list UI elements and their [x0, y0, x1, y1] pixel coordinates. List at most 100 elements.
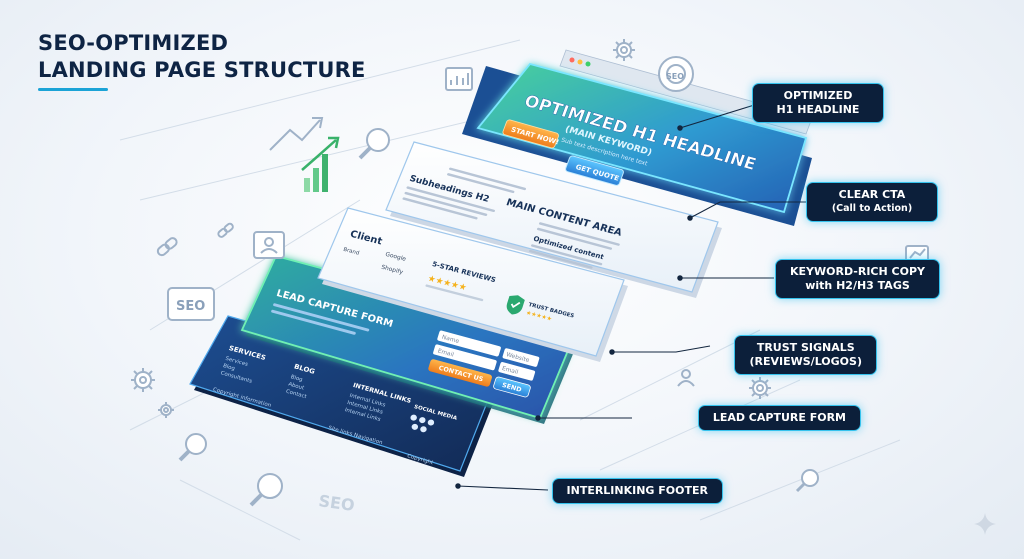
connector-dot	[687, 215, 693, 221]
title-line-2: LANDING PAGE STRUCTURE	[38, 58, 366, 82]
form-desc-line	[273, 303, 370, 332]
form-website-field[interactable]	[502, 348, 540, 367]
gear-icon	[749, 377, 771, 399]
callout-line: INTERLINKING FOOTER	[566, 484, 708, 497]
connector-dot	[609, 349, 615, 355]
client-logo-shopify: Shopify	[380, 265, 404, 276]
main-content-section: MAIN CONTENT AREA Subheadings H2 Optimiz…	[385, 141, 722, 298]
seo-badge-text: SEO	[176, 299, 205, 314]
gear-icon	[613, 39, 635, 61]
connector-dot	[677, 275, 683, 281]
footer-services-item[interactable]: Blog	[222, 363, 236, 372]
checkmark-icon	[510, 301, 521, 309]
client-logo-google: Google	[384, 252, 406, 263]
footer-services-item[interactable]: Services	[224, 356, 248, 368]
social-linkedin-icon[interactable]	[427, 419, 435, 426]
content-lorem-line	[404, 191, 488, 216]
magnifier-icon	[249, 473, 283, 507]
content-lorem-line	[402, 197, 478, 220]
title-line-1: SEO-OPTIMIZED	[38, 31, 229, 55]
callout-clear-cta: CLEAR CTA (Call to Action)	[806, 182, 938, 222]
callout-line: LEAD CAPTURE FORM	[712, 411, 846, 424]
lead-form-section: LEAD CAPTURE FORM Name Email Website Ema…	[240, 254, 578, 424]
content-lorem-line	[538, 222, 620, 246]
connector-trust	[612, 345, 711, 353]
form-email-placeholder: Email	[437, 349, 455, 359]
content-lorem-line	[536, 227, 613, 250]
gear-icon	[158, 402, 174, 418]
connector-cta	[689, 201, 830, 219]
seo-globe-text: SEO	[666, 72, 684, 81]
page-title: SEO-OPTIMIZED LANDING PAGE STRUCTURE	[38, 30, 366, 84]
title-underline	[38, 88, 108, 91]
chain-link-icon	[217, 222, 234, 238]
footer-blog-item[interactable]: About	[287, 382, 304, 392]
browser-maximize-dot[interactable]	[585, 61, 591, 67]
callout-line: KEYWORD-RICH COPY	[790, 265, 925, 278]
content-lorem-line	[529, 249, 593, 269]
connector-h1	[679, 101, 765, 129]
seo-globe-icon	[658, 56, 694, 92]
form-email2-placeholder: Email	[501, 366, 519, 376]
callout-connectors	[455, 101, 830, 491]
chart-window-icon	[445, 67, 473, 91]
browser-close-dot[interactable]	[569, 57, 575, 63]
callout-line: with H2/H3 TAGS	[805, 279, 910, 292]
review-text-line	[425, 284, 484, 302]
callout-line: (Call to Action)	[831, 203, 913, 214]
trust-signals-section: Client Brand Google Shopify 5-STAR REVIE…	[317, 207, 628, 362]
connector-footer	[457, 485, 549, 491]
callout-interlinking-footer: INTERLINKING FOOTER	[551, 478, 723, 504]
social-twitter-icon[interactable]	[418, 416, 426, 424]
growth-arrow-icon	[269, 117, 324, 151]
form-email-field[interactable]	[433, 344, 498, 371]
connector-dot	[535, 415, 541, 421]
magnifier-icon	[358, 128, 390, 160]
user-icon	[677, 369, 695, 387]
browser-toolbar	[559, 49, 813, 135]
footer-blog-item[interactable]: Blog	[290, 374, 304, 383]
form-contact-button[interactable]	[428, 359, 493, 388]
callout-line: OPTIMIZED	[783, 89, 853, 102]
form-name-field[interactable]	[437, 330, 502, 357]
form-desc-line	[271, 309, 356, 335]
content-lorem-line	[449, 167, 526, 191]
bar-chart-icon	[301, 136, 340, 192]
decorative-icons	[131, 39, 929, 507]
seo-floor-text: SEO	[317, 491, 355, 515]
client-logo: Brand	[342, 247, 359, 257]
callout-keyword-copy: KEYWORD-RICH COPY with H2/H3 TAGS	[775, 259, 940, 299]
connector-dot	[455, 483, 461, 489]
sparkle-icon	[974, 513, 996, 535]
social-youtube-icon[interactable]	[411, 423, 419, 430]
seo-badge-icon	[167, 287, 215, 321]
social-instagram-icon[interactable]	[419, 426, 427, 433]
callout-line: (REVIEWS/LOGOS)	[749, 355, 862, 368]
social-facebook-icon[interactable]	[410, 414, 418, 421]
start-now-button[interactable]	[502, 119, 559, 149]
user-card-icon	[253, 231, 285, 259]
callout-line: H1 HEADLINE	[776, 103, 860, 116]
magnifier-icon	[795, 469, 819, 493]
content-lorem-line	[447, 173, 515, 194]
form-email2-field[interactable]	[498, 362, 536, 381]
callout-trust-signals: TRUST SIGNALS (REVIEWS/LOGOS)	[734, 335, 877, 375]
magnifier-icon	[178, 433, 207, 462]
form-website-placeholder: Website	[505, 352, 530, 364]
content-lorem-line	[406, 186, 495, 213]
chain-link-icon	[156, 237, 178, 257]
callout-line: TRUST SIGNALS	[756, 341, 855, 354]
form-send-button[interactable]	[493, 376, 531, 398]
get-quote-button[interactable]	[565, 155, 625, 186]
content-lorem-line	[531, 244, 603, 266]
gear-icon	[131, 368, 155, 392]
connector-dot	[677, 125, 683, 131]
callout-lead-form: LEAD CAPTURE FORM	[697, 405, 861, 431]
form-send-label: SEND	[501, 382, 522, 394]
browser-minimize-dot[interactable]	[577, 59, 583, 65]
form-name-placeholder: Name	[441, 335, 460, 345]
footer-blog-item[interactable]: Contact	[285, 389, 307, 400]
callout-line: CLEAR CTA	[838, 188, 906, 201]
